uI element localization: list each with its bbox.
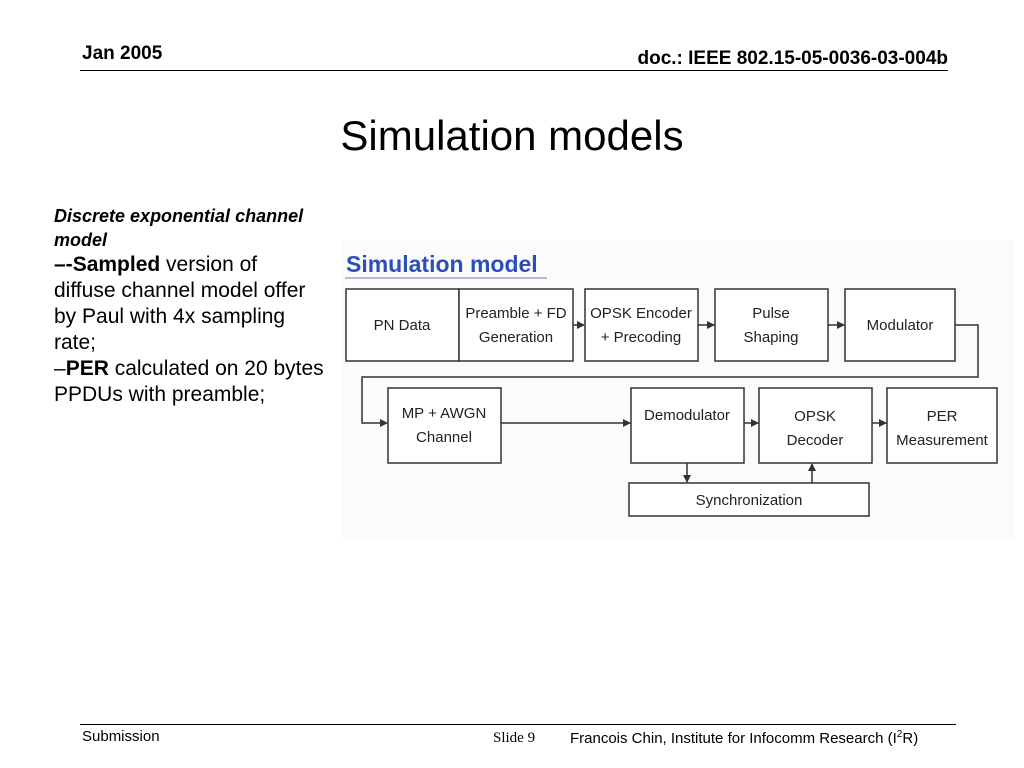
header-date: Jan 2005 <box>82 43 163 64</box>
box-label-line: Modulator <box>867 317 934 334</box>
header-doc-id: doc.: IEEE 802.15-05-0036-03-004b <box>637 48 948 69</box>
box-channel <box>387 387 502 464</box>
box-decoder <box>758 387 873 464</box>
box-label-line: MP + AWGN <box>402 405 487 422</box>
bullet-sampled-prefix: –- <box>54 253 73 276</box>
bullet-sampled-bold: Sampled <box>72 253 161 276</box>
footer-author-sup: 2 <box>896 729 903 740</box>
box-demodulator-label: Demodulator <box>644 407 730 424</box>
body-subtitle: Discrete exponential channel model <box>54 206 304 250</box>
box-label-line: Generation <box>479 329 553 346</box>
box-per <box>886 387 998 464</box>
bullet-sampled-text: version of diffuse channel model offer b… <box>54 253 306 354</box>
body-text: Discrete exponential channel model –-Sam… <box>54 204 324 408</box>
box-encoder-label: OPSK Encoder + Precoding <box>590 305 692 346</box>
box-demodulator <box>630 387 745 464</box>
box-label-line: Channel <box>416 429 472 446</box>
box-modulator-label: Modulator <box>867 317 934 334</box>
box-pulse <box>714 288 829 362</box>
footer-submission: Submission <box>82 728 160 745</box>
box-sync <box>628 482 870 517</box>
box-label-line: Pulse <box>752 305 790 322</box>
box-pn-data-label: PN Data <box>374 317 431 334</box>
box-preamble-label: Preamble + FD Generation <box>465 305 566 346</box>
box-label-line: Decoder <box>787 432 844 449</box>
box-label-line: PN Data <box>374 317 431 334</box>
box-encoder <box>584 288 699 362</box>
footer-rule <box>80 724 956 725</box>
box-label-line: + Precoding <box>601 329 681 346</box>
footer-author-text: Francois Chin, Institute for Infocomm Re… <box>570 730 897 747</box>
box-label-line: Preamble + FD <box>465 305 566 322</box>
box-label-line: OPSK Encoder <box>590 305 692 322</box>
footer-author-end: R) <box>902 730 919 747</box>
bullet-per-text: calculated on 20 bytes PPDUs with preamb… <box>54 357 324 406</box>
header-rule <box>80 70 948 71</box>
bullet-per: –PER calculated on 20 bytes PPDUs with p… <box>54 356 324 408</box>
box-label-line: Shaping <box>743 329 798 346</box>
bullet-per-bold: PER <box>65 357 109 380</box>
footer-slide-number: Slide 9 <box>493 730 536 746</box>
bullet-sampled: –-Sampled version of diffuse channel mod… <box>54 252 324 356</box>
box-pn-data <box>345 288 460 362</box>
diagram-heading: Simulation model <box>346 251 538 277</box>
box-preamble <box>458 288 574 362</box>
box-label-line: PER <box>927 408 958 425</box>
box-sync-label: Synchronization <box>696 492 803 509</box>
box-label-line: Synchronization <box>696 492 803 509</box>
box-label-line: Measurement <box>896 432 989 449</box>
slide-title: Simulation models <box>340 112 684 159</box>
simulation-model-diagram: Simulation model PN Data Preamble + FD Ge… <box>342 240 1014 540</box>
box-channel-label: MP + AWGN Channel <box>402 405 487 446</box>
footer-author: Francois Chin, Institute for Infocomm Re… <box>570 729 918 747</box>
connector-modulator-channel <box>361 324 979 427</box>
box-decoder-label: OPSK Decoder <box>787 408 844 449</box>
box-label-line: Demodulator <box>644 407 730 424</box>
box-per-label: PER Measurement <box>896 408 989 449</box>
box-modulator <box>844 288 956 362</box>
bullet-per-prefix: – <box>54 357 66 380</box>
box-label-line: OPSK <box>794 408 836 425</box>
